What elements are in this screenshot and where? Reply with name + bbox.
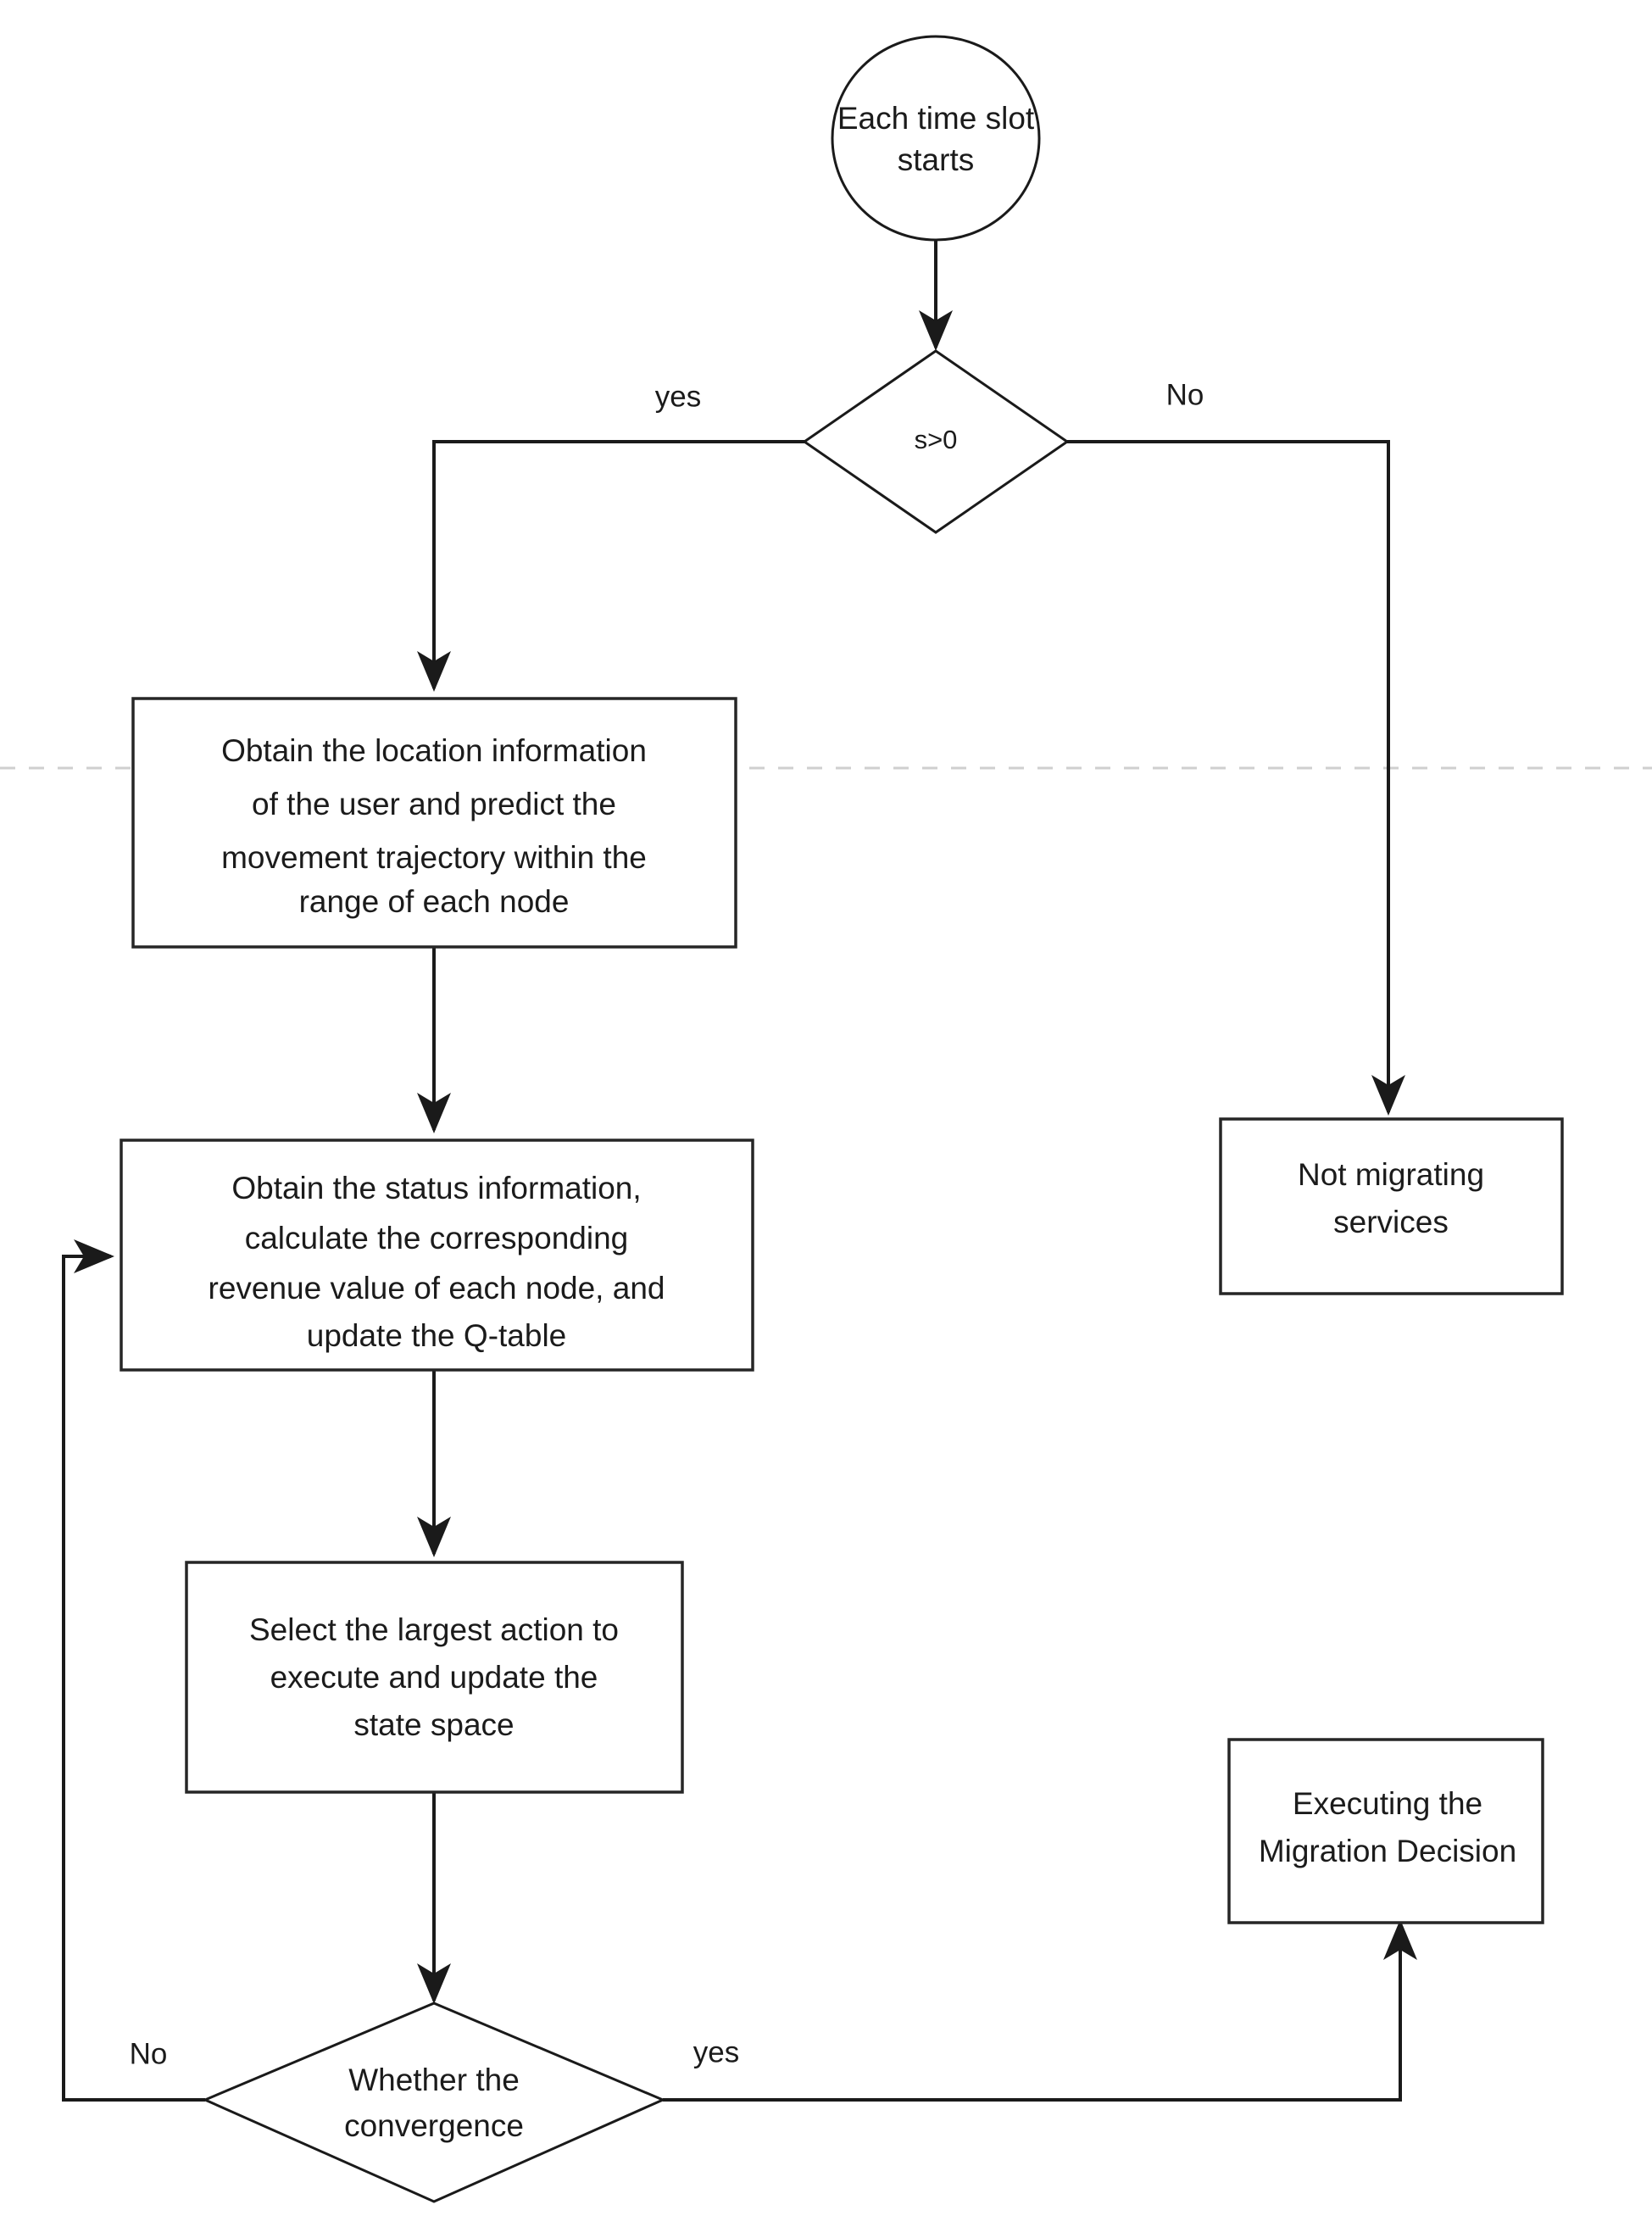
node-not-migrating-services[interactable]: Not migrating services (1219, 1117, 1564, 1295)
process-status-line1: Obtain the status information, (231, 1171, 641, 1205)
node-process-action[interactable]: Select the largest action to execute and… (185, 1561, 684, 1794)
node-start[interactable]: Each time slot starts (831, 35, 1041, 242)
node-executing-migration[interactable]: Executing the Migration Decision (1227, 1738, 1544, 1924)
process-action-box-shape (185, 1561, 684, 1794)
edge-label-s-yes: yes (655, 380, 701, 413)
start-label-line2: starts (898, 142, 974, 177)
not-migrating-line2: services (1333, 1205, 1449, 1239)
process-location-line4: range of each node (299, 884, 570, 919)
not-migrating-box-shape (1219, 1117, 1564, 1295)
executing-migration-box-shape (1227, 1738, 1544, 1924)
edge-decision-no-to-not-migrating (1067, 440, 1405, 1116)
decision-convergence-line2: convergence (344, 2108, 524, 2143)
decision-s-diamond-shape (802, 349, 1070, 534)
process-location-line3: movement trajectory within the (221, 840, 647, 875)
edge-label-convergence-yes: yes (693, 2035, 739, 2068)
process-location-line2: of the user and predict the (252, 787, 616, 821)
process-status-line4: update the Q-table (307, 1318, 567, 1353)
process-location-box-shape (131, 697, 737, 949)
executing-migration-line1: Executing the (1293, 1786, 1482, 1821)
process-status-box-shape (120, 1139, 754, 1372)
start-label-line1: Each time slot (837, 101, 1035, 136)
process-status-line3: revenue value of each node, and (209, 1271, 665, 1306)
start-ellipse-shape (831, 35, 1041, 242)
process-action-line2: execute and update the (270, 1660, 598, 1695)
node-decision-s-gt-0[interactable]: s>0 (802, 349, 1070, 534)
process-status-line2: calculate the corresponding (245, 1221, 629, 1255)
edge-decision-yes-to-location (417, 440, 804, 692)
edge-convergence-yes-to-migration (663, 1919, 1417, 2102)
decision-s-label: s>0 (915, 425, 958, 454)
edge-convergence-no-loopback (62, 1239, 205, 2102)
not-migrating-line1: Not migrating (1298, 1157, 1484, 1192)
edge-label-s-no: No (1166, 378, 1204, 411)
process-location-line1: Obtain the location information (221, 733, 647, 768)
process-action-line3: state space (353, 1707, 514, 1742)
process-action-line1: Select the largest action to (249, 1612, 619, 1647)
node-decision-convergence[interactable]: Whether the convergence (202, 2002, 666, 2203)
decision-convergence-diamond-shape (202, 2002, 666, 2203)
node-process-status[interactable]: Obtain the status information, calculate… (120, 1139, 754, 1372)
node-process-location[interactable]: Obtain the location information of the u… (131, 697, 737, 949)
edge-label-convergence-no: No (130, 2037, 168, 2070)
executing-migration-line2: Migration Decision (1259, 1834, 1516, 1868)
decision-convergence-line1: Whether the (348, 2063, 520, 2097)
